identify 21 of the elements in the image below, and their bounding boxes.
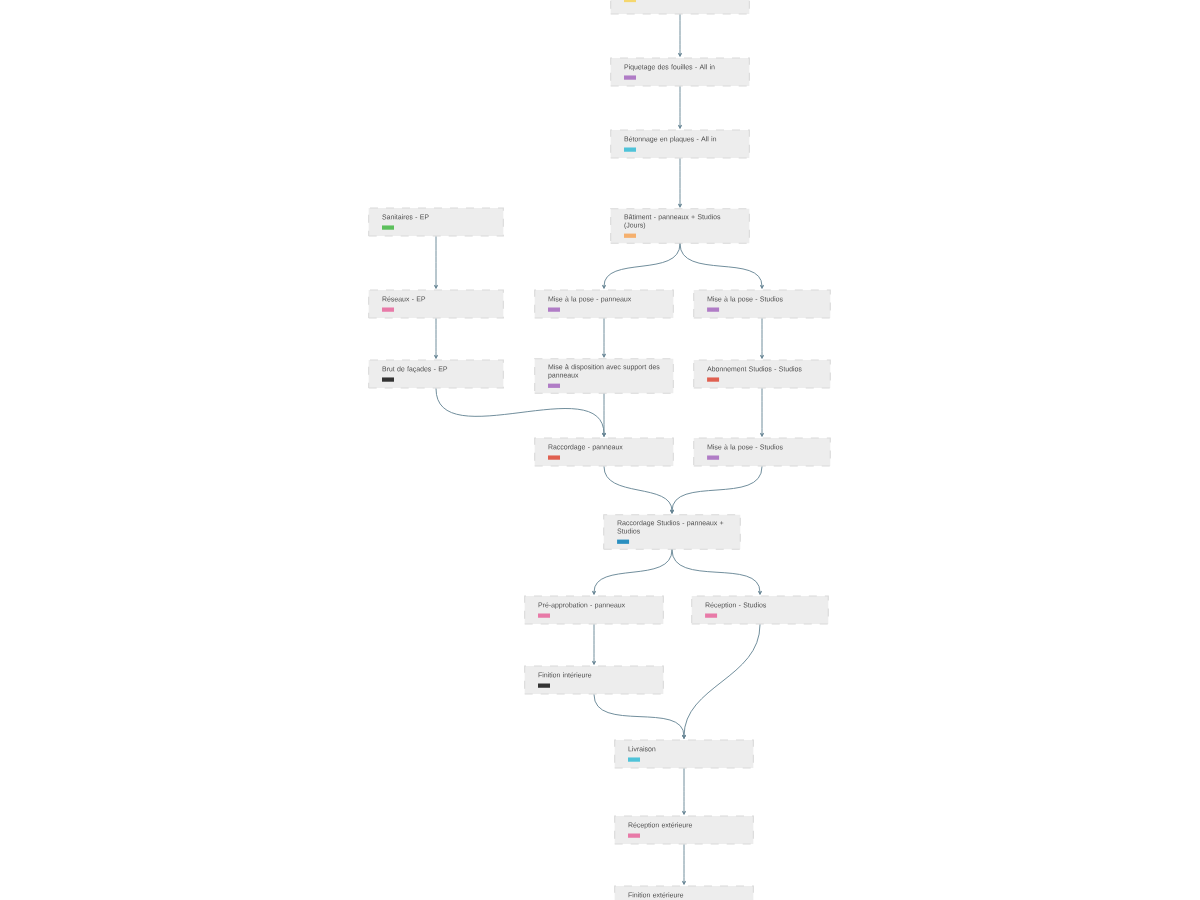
arrow xyxy=(602,243,681,289)
arrow xyxy=(682,844,687,885)
arrow xyxy=(679,243,765,289)
arrow xyxy=(671,549,763,595)
arrow xyxy=(602,393,607,437)
arrow xyxy=(602,318,607,358)
arrow xyxy=(678,158,683,208)
arrow xyxy=(592,624,597,665)
arrow xyxy=(592,549,673,595)
arrow xyxy=(603,466,675,514)
arrow xyxy=(678,86,683,129)
task-box xyxy=(610,0,750,15)
arrow xyxy=(678,14,683,57)
arrow xyxy=(682,624,761,739)
arrow xyxy=(760,318,765,359)
arrow xyxy=(434,236,438,289)
arrow xyxy=(593,694,687,739)
arrow xyxy=(760,388,765,437)
arrow xyxy=(682,768,687,815)
arrow xyxy=(670,466,763,514)
arrow xyxy=(434,318,438,359)
